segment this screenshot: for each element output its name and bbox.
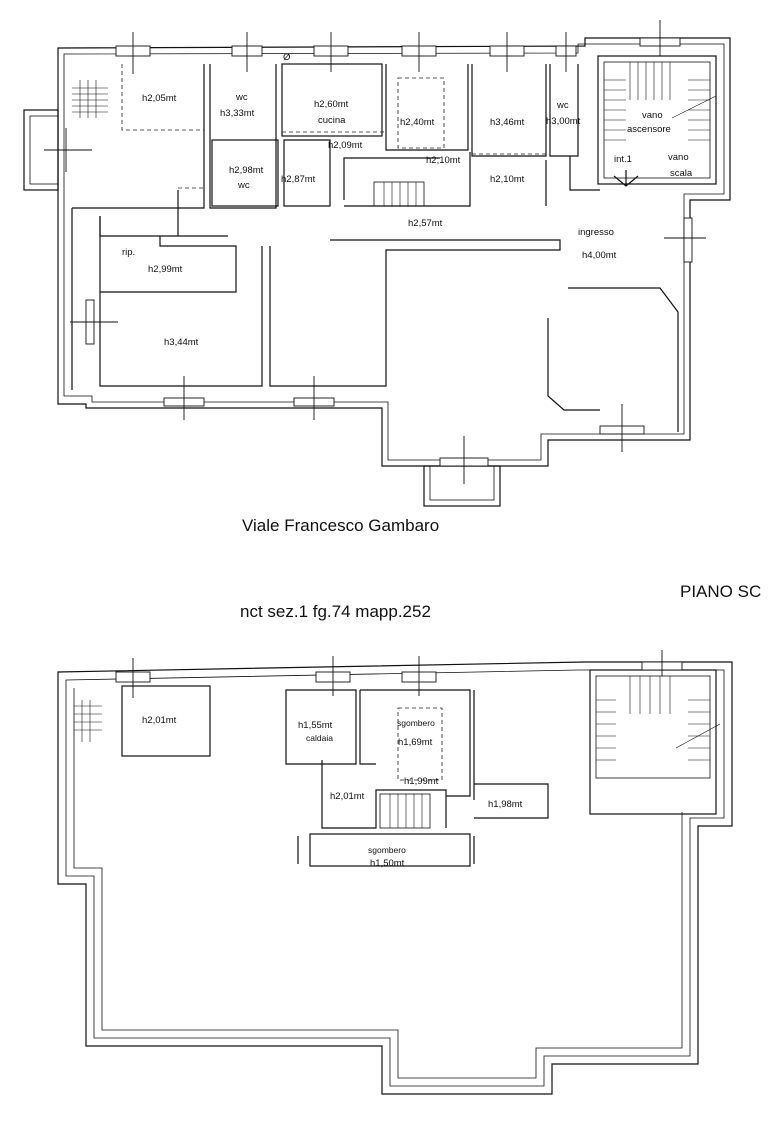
lift-label: vano: [642, 110, 663, 121]
stair-lower-left: [74, 700, 102, 742]
room-label: wc: [556, 100, 569, 111]
room-label: rip.: [122, 247, 135, 258]
room-label: wc: [237, 180, 250, 191]
room-label: wc: [235, 92, 248, 103]
unit-label: int.1: [614, 154, 632, 165]
stair-label: scala: [670, 168, 693, 179]
room-height: h4,00mt: [582, 250, 617, 261]
room-height: h2,98mt: [229, 165, 264, 176]
room-height: h1,50mt: [370, 858, 405, 869]
floor-caption: PIANO SC: [680, 582, 762, 601]
stair-upper-right: [604, 62, 717, 141]
room-height: h1,55mt: [298, 720, 333, 731]
room-height: h2,57mt: [408, 218, 443, 229]
room-height: h2,01mt: [330, 791, 365, 802]
room-height: h2,99mt: [148, 264, 183, 275]
room-height: h2,40mt: [400, 117, 435, 128]
room-label: sgombero: [368, 845, 406, 855]
room-height: h2,09mt: [328, 140, 363, 151]
room-label: cucina: [318, 115, 346, 126]
room-label: caldaia: [306, 733, 333, 743]
street-caption: Viale Francesco Gambaro: [242, 516, 440, 535]
window-ticks: [44, 20, 706, 484]
entry-arrow-icon: [613, 170, 639, 187]
room-height: h2,10mt: [426, 155, 461, 166]
stair-label: vano: [668, 152, 689, 163]
stair-lower-center: [379, 793, 431, 829]
room-height: h3,46mt: [490, 117, 525, 128]
room-height: h2,60mt: [314, 99, 349, 110]
room-label: ingresso: [578, 227, 614, 238]
room-height: h2,87mt: [281, 174, 316, 185]
cadastral-caption: nct sez.1 fg.74 mapp.252: [240, 602, 431, 621]
room-height: h2,01mt: [142, 715, 177, 726]
upper-floor-plan: h2,05mt wc h3,33mt h2,60mt cucina h2,40m…: [23, 20, 731, 507]
room-height: h3,44mt: [164, 337, 199, 348]
room-height: h3,33mt: [220, 108, 255, 119]
room-height: h2,10mt: [490, 174, 525, 185]
stair-lower-right: [596, 676, 721, 761]
lower-floor-plan: h2,01mt h1,55mt caldaia sgombero h1,69mt…: [57, 650, 733, 1095]
room-height: h1,69mt: [398, 737, 433, 748]
room-height: h3,00mt: [546, 116, 581, 127]
room-height: h2,05mt: [142, 93, 177, 104]
stair-upper-center: [373, 181, 425, 207]
room-height: h1,98mt: [488, 799, 523, 810]
room-label: sgombero: [397, 718, 435, 728]
lift-label: ascensore: [627, 124, 671, 135]
room-height: h1,99mt: [404, 776, 439, 787]
diameter-symbol: Ø: [283, 52, 291, 63]
stair-upper-left: [72, 80, 108, 118]
